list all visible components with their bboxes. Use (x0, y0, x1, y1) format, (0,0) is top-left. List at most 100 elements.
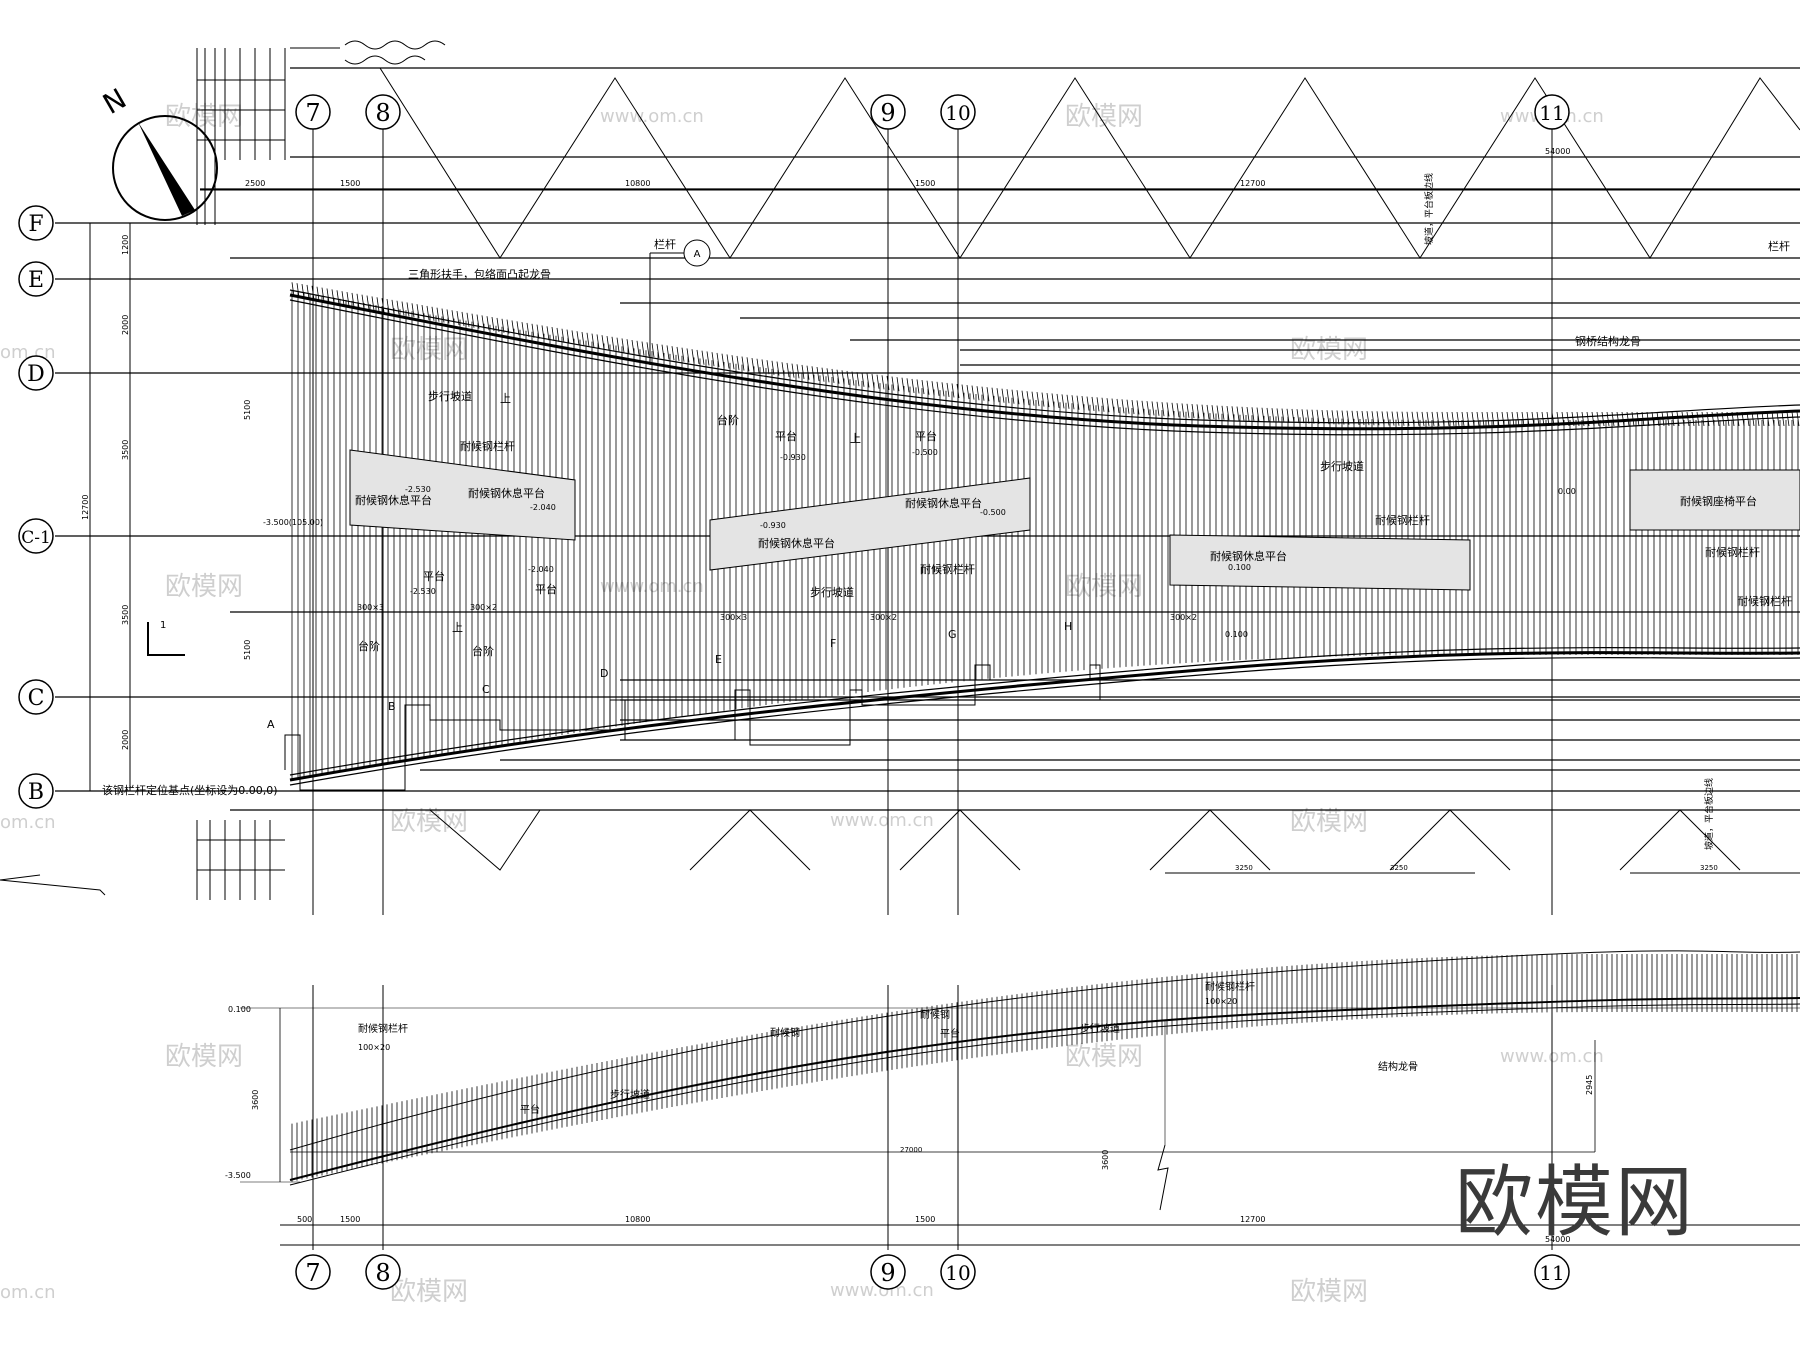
handrail-hatch (1421, 411, 1425, 426)
handrail-hatch (666, 345, 670, 360)
watermark-brand: 欧模网 (1065, 1042, 1143, 1072)
handrail-hatch (396, 300, 400, 315)
handrail-hatch (1331, 410, 1335, 425)
up-label: 上 (850, 432, 861, 445)
handrail-hatch (1056, 393, 1060, 408)
handrail-hatch (961, 384, 965, 399)
handrail-hatch (1286, 408, 1290, 423)
handrail-hatch (1766, 411, 1770, 427)
svg-text:-0.500: -0.500 (912, 448, 938, 457)
axis-bubble-7: 7 (295, 1254, 331, 1290)
handrail-hatch (1501, 411, 1505, 427)
svg-text:-2.040: -2.040 (528, 565, 554, 574)
handrail-hatch (1071, 395, 1075, 410)
handrail-hatch (766, 360, 770, 375)
svg-text:E: E (28, 268, 44, 293)
up-label: 上 (500, 392, 511, 405)
handrail-hatch (731, 355, 735, 370)
handrail-hatch (656, 343, 660, 358)
svg-text:G: G (948, 628, 957, 641)
handrail-hatch (616, 337, 620, 352)
axis-bubble-B: B (18, 773, 54, 809)
handrail-hatch (606, 335, 610, 351)
handrail-hatch (1436, 411, 1440, 427)
handrail-hatch (1026, 391, 1030, 406)
handrail-hatch (1441, 411, 1445, 427)
handrail-hatch (1321, 409, 1325, 425)
svg-text:1: 1 (160, 620, 166, 631)
svg-text:A: A (694, 249, 701, 260)
handrail-hatch (1136, 400, 1140, 415)
handrail-hatch (941, 382, 945, 397)
handrail-hatch (1596, 411, 1600, 427)
handrail-hatch (346, 291, 350, 307)
handrail-hatch (1046, 392, 1050, 408)
handrail-hatch (1151, 401, 1155, 416)
section-railing-posts (291, 954, 1798, 1182)
handrail-hatch (751, 357, 755, 373)
slope-note: 坡道，平台板边线 (1703, 778, 1715, 850)
handrail-hatch (966, 385, 970, 400)
handrail-hatch (816, 366, 820, 382)
handrail-hatch (341, 291, 345, 306)
handrail-hatch (1326, 410, 1330, 425)
rest-platform-label: 耐候钢休息平台 (905, 496, 982, 510)
ramp-label: 步行坡道 (810, 585, 854, 599)
handrail-hatch (386, 298, 390, 314)
handrail-hatch (1141, 400, 1145, 415)
handrail-hatch (706, 351, 710, 366)
handrail-hatch (1016, 390, 1020, 405)
handrail-hatch (786, 362, 790, 377)
handrail-hatch (1411, 411, 1415, 426)
handrail-hatch (1611, 411, 1615, 427)
handrail-hatch (626, 339, 630, 354)
handrail-hatch (1461, 411, 1465, 427)
ramp-label: 步行坡道 (1320, 459, 1364, 473)
ramp-label: 步行坡道 (428, 389, 472, 403)
handrail-hatch (1476, 411, 1480, 427)
svg-text:8: 8 (375, 99, 390, 127)
watermark-url: om.cn (0, 1282, 56, 1303)
section-platform-label: 平台 (520, 1103, 540, 1116)
handrail-hatch (1066, 394, 1070, 409)
handrail-hatch (681, 347, 685, 362)
rest-platform-label: 耐候钢休息平台 (758, 536, 835, 550)
handrail-hatch (1201, 404, 1205, 419)
rest-platform-label: 耐候钢休息平台 (468, 486, 545, 500)
section-railing-size: 100×20 (358, 1043, 390, 1052)
handrail-hatch (1186, 403, 1190, 418)
svg-text:500: 500 (297, 1215, 312, 1224)
handrail-hatch (651, 343, 655, 358)
handrail-hatch (1011, 389, 1015, 404)
handrail-hatch (421, 305, 425, 320)
handrail-hatch (921, 380, 925, 395)
weathering-rail-label: 耐候钢栏杆 (1737, 594, 1792, 608)
handrail-hatch (571, 330, 575, 345)
handrail-hatch (1486, 411, 1490, 427)
handrail-hatch (1426, 411, 1430, 426)
handrail-hatch (306, 284, 310, 300)
railing-callout-a: A (649, 239, 711, 365)
axis-bubble-F: F (18, 205, 54, 241)
rest-platform-label: 耐候钢休息平台 (1210, 549, 1287, 563)
handrail-hatch (1311, 409, 1315, 424)
handrail-hatch (406, 302, 410, 317)
handrail-hatch (746, 357, 750, 372)
handrail-hatch (1076, 395, 1080, 410)
section-railing-label: 耐候钢栏杆 (358, 1022, 408, 1035)
handrail-hatch (1301, 409, 1305, 424)
handrail-hatch (301, 284, 305, 299)
watermark-brand: 欧模网 (1290, 1277, 1368, 1307)
handrail-hatch (801, 364, 805, 380)
section-platform-label: 平台 (940, 1027, 960, 1040)
steps-label: 台阶 (358, 639, 380, 653)
handrail-hatch (621, 338, 625, 353)
handrail-hatch (1101, 397, 1105, 412)
svg-text:B: B (388, 700, 396, 713)
svg-text:0.00: 0.00 (1558, 487, 1576, 496)
svg-text:3500: 3500 (121, 605, 130, 625)
watermark-brand: 欧模网 (390, 1277, 468, 1307)
handrail-hatch (506, 319, 510, 334)
handrail-hatch (321, 287, 325, 302)
handrail-hatch (951, 383, 955, 398)
